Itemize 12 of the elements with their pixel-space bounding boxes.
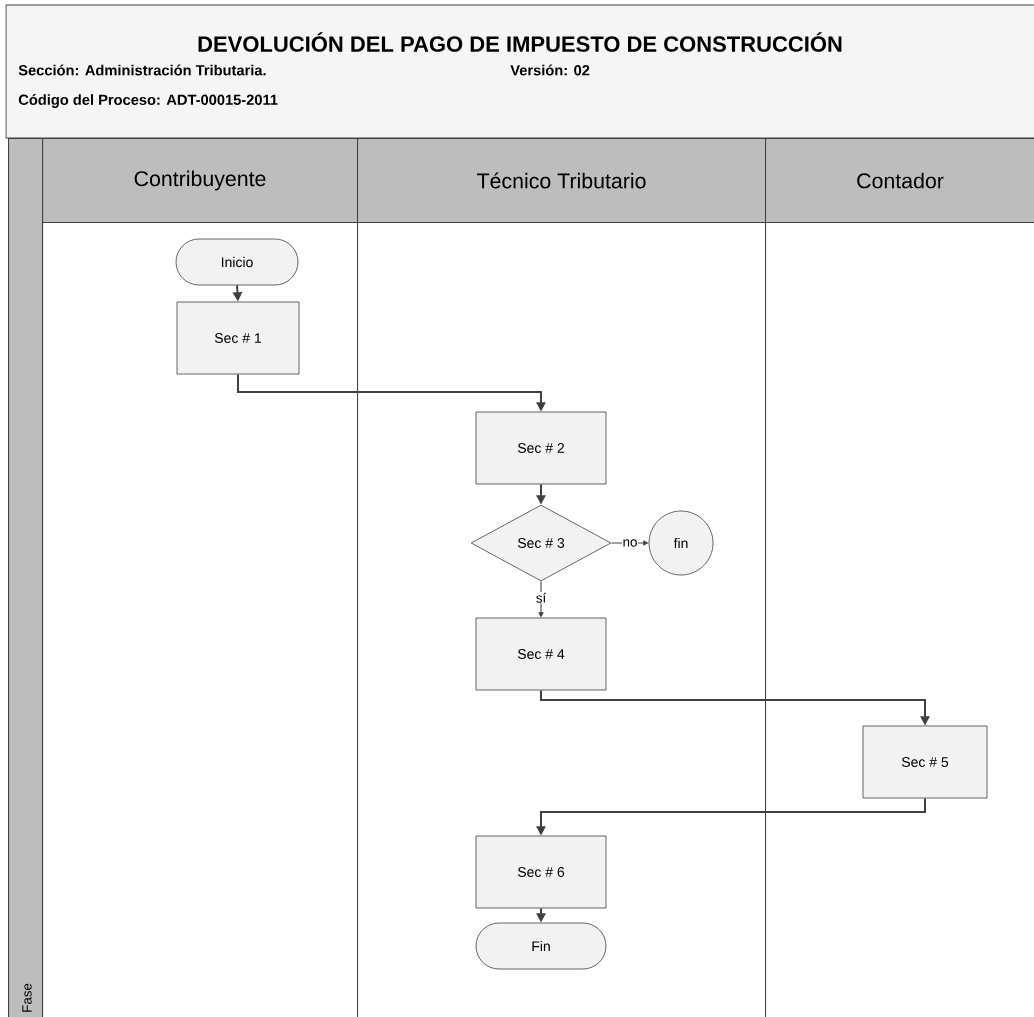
process-box: Sec # 4 — [475, 617, 607, 691]
process-box: Sec # 1 — [176, 301, 300, 375]
header-text: Versión: 02 — [510, 64, 590, 76]
header-text: Código del Proceso: ADT-00015-2011 — [18, 94, 278, 108]
process-box: Sec # 6 — [475, 835, 607, 909]
title: DEVOLUCIÓN DEL PAGO DE IMPUESTO DE CONSTRUCCIÓN — [198, 32, 842, 52]
edge-label: no — [621, 538, 639, 548]
header-text: Sección: Administración Tributaria. — [18, 64, 266, 76]
edge-label: sí — [535, 592, 547, 604]
process-box: Sec # 5 — [862, 725, 988, 799]
phase-band: Fase — [8, 138, 44, 1017]
process-box: Sec # 2 — [475, 411, 607, 485]
